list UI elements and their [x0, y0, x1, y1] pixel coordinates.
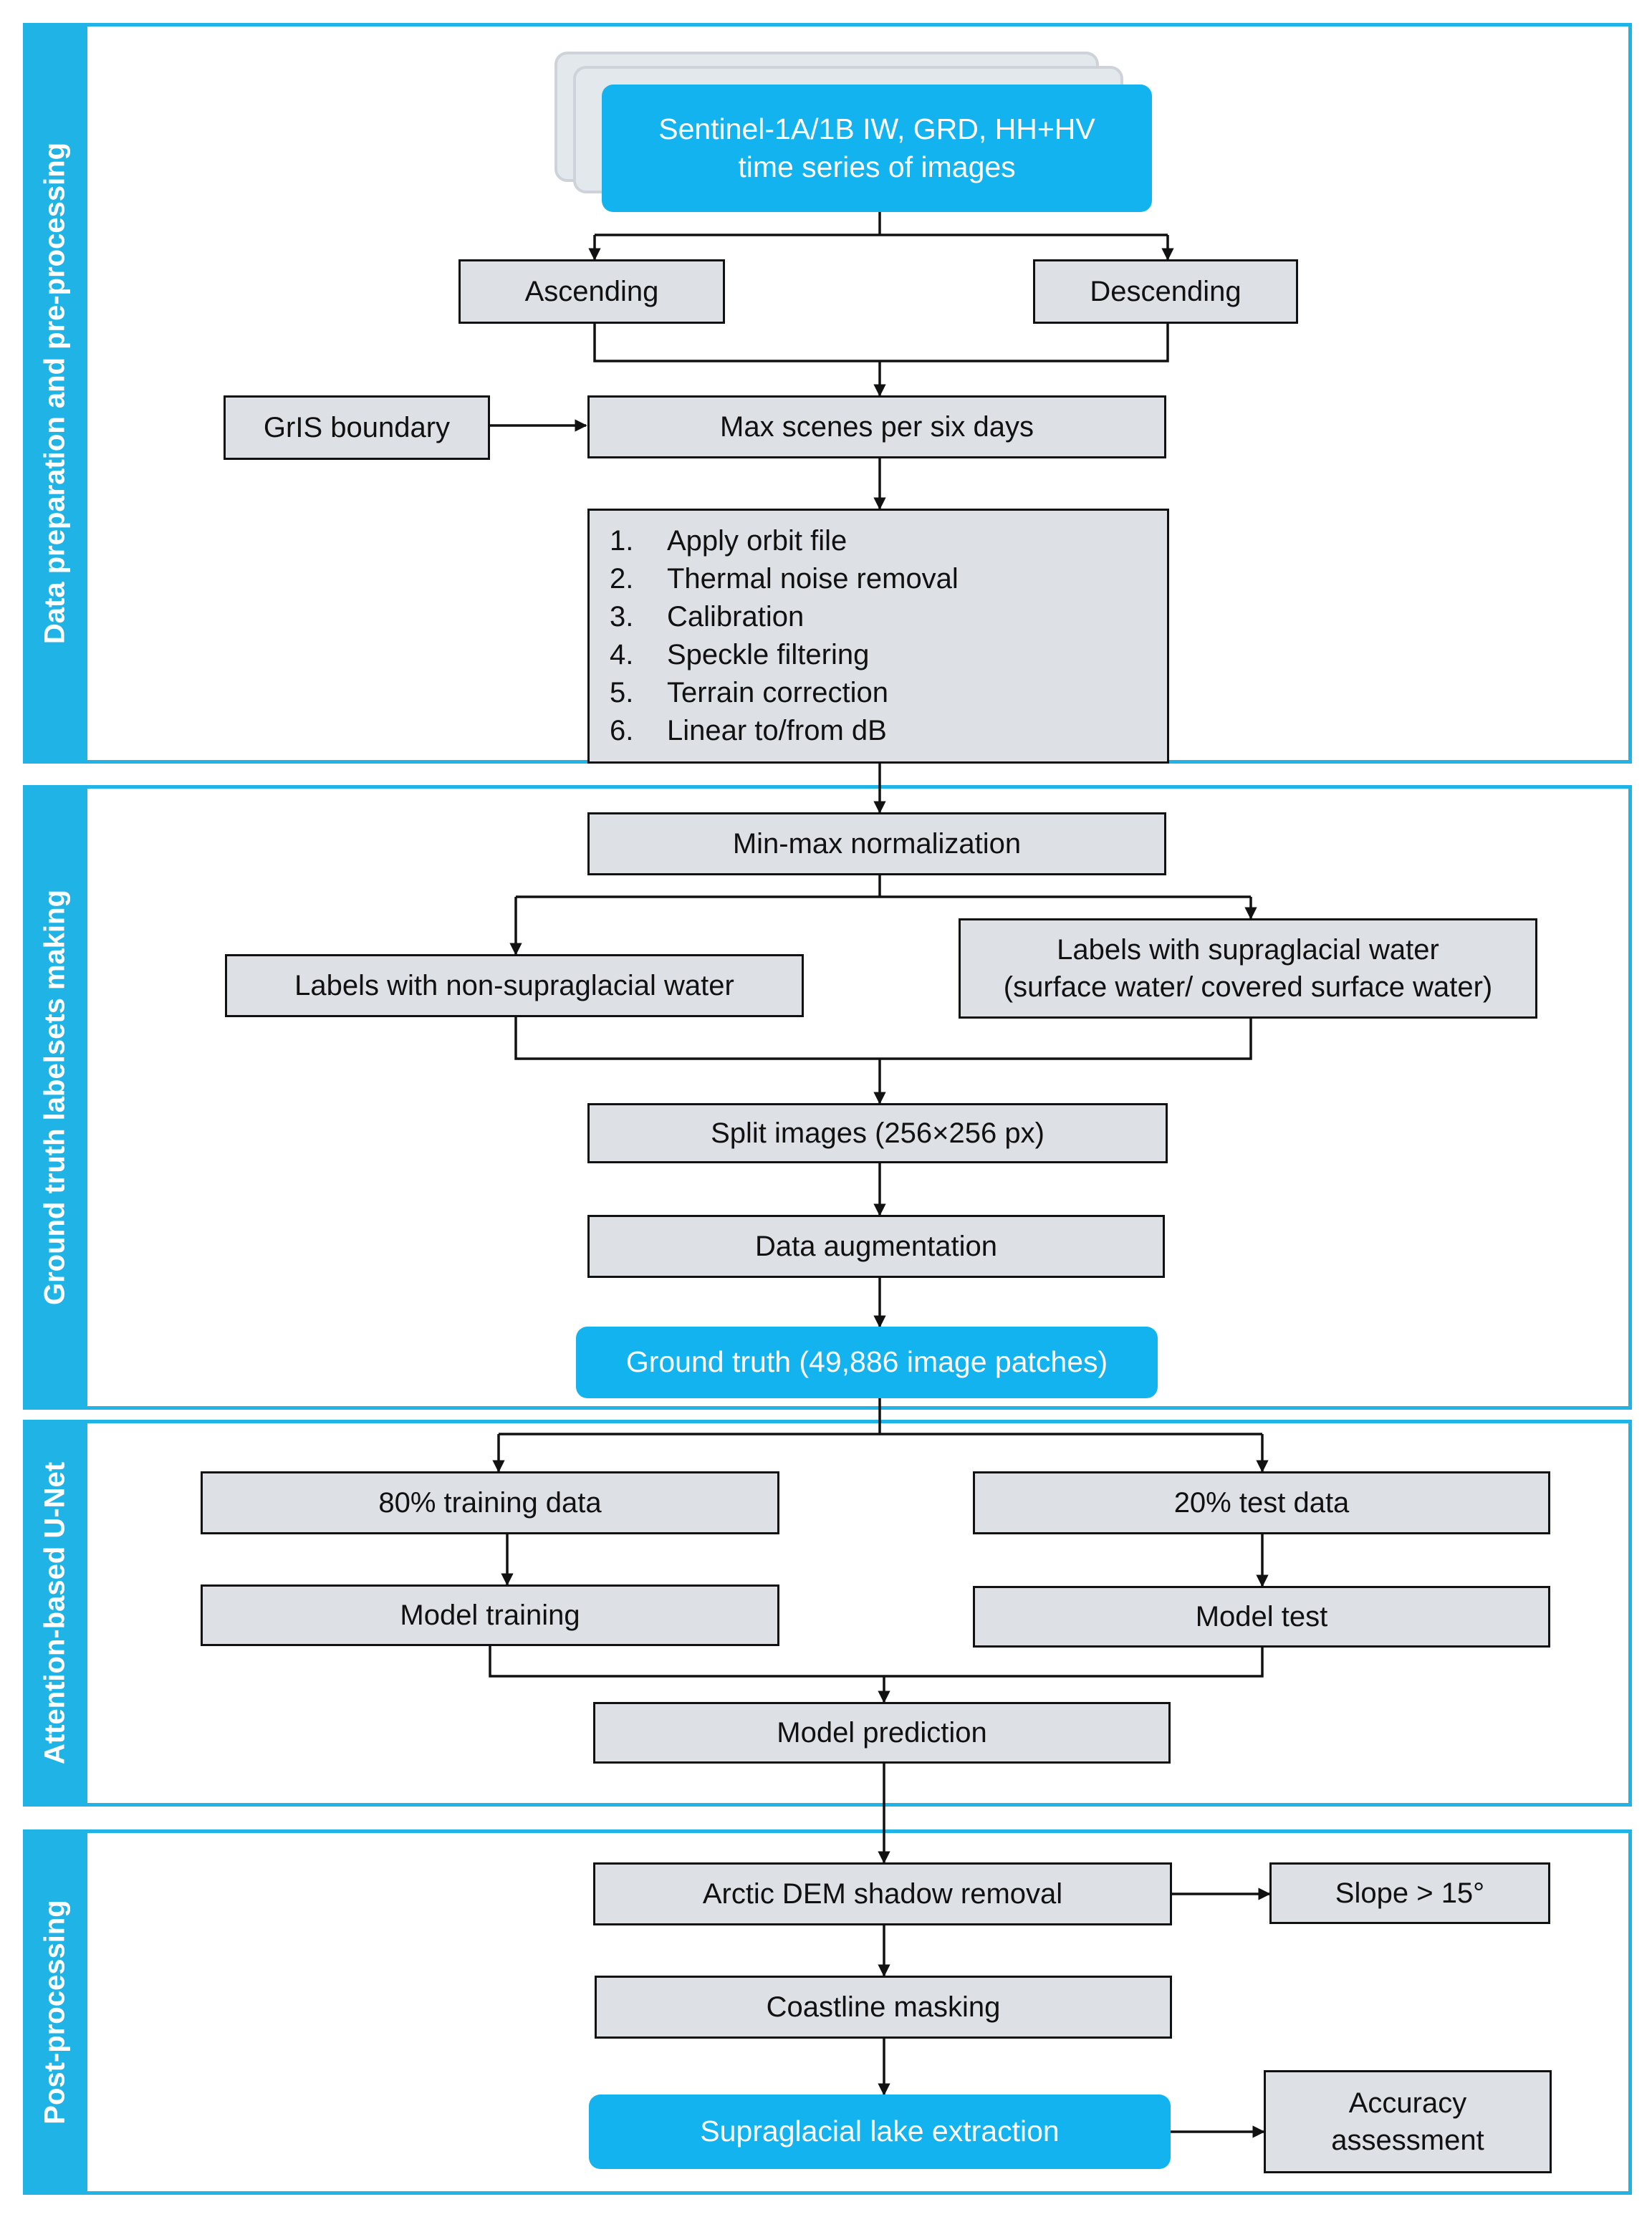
model-test-node: Model test: [973, 1586, 1550, 1648]
step-2: 2. Thermal noise removal: [610, 560, 1167, 598]
labels-supra-line-2: (surface water/ covered surface water): [1003, 971, 1493, 1003]
edge-model-merge: [489, 1646, 1264, 1678]
arctic-dem-node: Arctic DEM shadow removal: [593, 1862, 1172, 1925]
coastline-masking-node: Coastline masking: [595, 1976, 1172, 2039]
band-unet: Attention-based U-Net: [23, 1420, 87, 1807]
lake-extraction-node: Supraglacial lake extraction: [589, 2095, 1171, 2169]
ascending-node: Ascending: [458, 259, 725, 324]
accuracy-assessment-node: Accuracy assessment: [1264, 2070, 1552, 2173]
sentinel-line-1: Sentinel-1A/1B IW, GRD, HH+HV: [658, 112, 1095, 145]
step-6: 6. Linear to/from dB: [610, 712, 1167, 750]
descending-node: Descending: [1033, 259, 1298, 324]
preprocessing-steps: 1. Apply orbit file 2. Thermal noise remov…: [587, 509, 1169, 764]
sentinel-line-2: time series of images: [738, 150, 1016, 183]
band-ground-truth: Ground truth labelsets making: [23, 785, 87, 1410]
step-1-number: 1.: [610, 525, 634, 557]
step-3-number: 3.: [610, 601, 634, 633]
split-images-node: Split images (256×256 px): [587, 1103, 1168, 1163]
ground-truth-node: Ground truth (49,886 image patches): [576, 1327, 1158, 1398]
step-4: 4. Speckle filtering: [610, 636, 1167, 674]
step-4-number: 4.: [610, 639, 634, 670]
step-3-text: Calibration: [667, 601, 805, 633]
model-training-node: Model training: [201, 1584, 779, 1646]
slope-node: Slope > 15°: [1269, 1862, 1550, 1924]
step-1-text: Apply orbit file: [667, 525, 847, 557]
max-scenes-node: Max scenes per six days: [587, 395, 1166, 458]
step-6-text: Linear to/from dB: [667, 715, 887, 746]
model-prediction-node: Model prediction: [593, 1702, 1171, 1764]
accuracy-line-2: assessment: [1331, 2125, 1484, 2156]
step-5-text: Terrain correction: [667, 677, 889, 708]
step-5: 5. Terrain correction: [610, 674, 1167, 712]
edge-labels-merge: [514, 1017, 1252, 1060]
gris-boundary-node: GrIS boundary: [224, 395, 490, 460]
step-4-text: Speckle filtering: [667, 639, 870, 670]
data-augmentation-node: Data augmentation: [587, 1215, 1165, 1278]
band-preprocessing: Data preparation and pre-processing: [23, 23, 87, 764]
accuracy-line-1: Accuracy: [1348, 2087, 1467, 2119]
test-data-node: 20% test data: [973, 1471, 1550, 1534]
labels-non-supraglacial-node: Labels with non-supraglacial water: [225, 954, 804, 1017]
edge-sentinel-split: [595, 212, 1168, 236]
step-3: 3. Calibration: [610, 598, 1167, 636]
sentinel-node: Sentinel-1A/1B IW, GRD, HH+HV time serie…: [602, 85, 1152, 212]
minmax-node: Min-max normalization: [587, 812, 1166, 875]
step-6-number: 6.: [610, 715, 634, 746]
labels-supraglacial-node: Labels with supraglacial water (surface …: [959, 918, 1537, 1019]
step-2-number: 2.: [610, 563, 634, 595]
band-postprocessing: Post-processing: [23, 1829, 87, 2195]
edge-gt-split: [499, 1398, 1262, 1435]
training-data-node: 80% training data: [201, 1471, 779, 1534]
section-ground-truth: [23, 785, 1632, 1410]
edge-minmax-split: [516, 875, 1251, 898]
step-1: 1. Apply orbit file: [610, 522, 1167, 560]
edge-asc-desc-merge: [593, 324, 1169, 362]
step-5-number: 5.: [610, 677, 634, 708]
labels-supra-line-1: Labels with supraglacial water: [1057, 934, 1439, 966]
step-2-text: Thermal noise removal: [667, 563, 959, 595]
